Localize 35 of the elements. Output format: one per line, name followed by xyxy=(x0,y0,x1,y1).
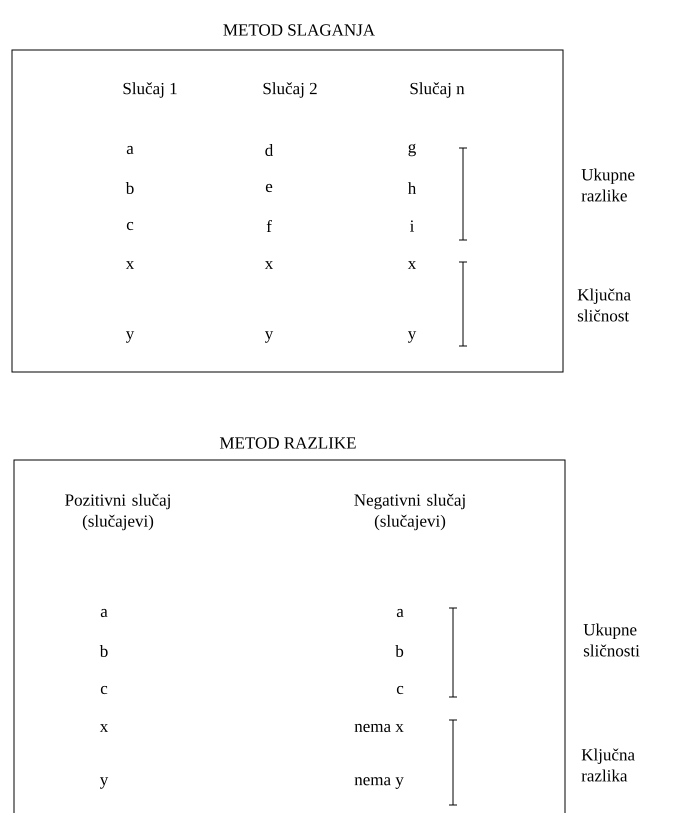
case-letter: a xyxy=(396,608,404,618)
side-note: Ukupne sličnosti xyxy=(584,624,640,656)
column-header: Pozitivni slučaj (slučajevi) xyxy=(65,494,170,530)
case-letter: x xyxy=(264,261,274,269)
case-letter: y xyxy=(126,331,134,343)
case-letter: x xyxy=(126,261,134,269)
side-note: Ključna razlika xyxy=(582,748,635,782)
case-letter: y xyxy=(264,331,274,343)
panel-title: METOD SLAGANJA xyxy=(223,24,375,36)
case-letter: g xyxy=(408,144,416,156)
panel-title: METOD RAZLIKE xyxy=(220,437,356,449)
case-letter: h xyxy=(408,182,416,194)
case-letter: nema y xyxy=(354,777,404,789)
column-header: Slučaj n xyxy=(410,82,464,98)
case-letter: f xyxy=(266,220,272,232)
case-letter: c xyxy=(126,222,134,230)
case-letter: y xyxy=(100,777,108,789)
column-header: Negativni slučaj (slučajevi) xyxy=(354,494,465,530)
case-letter: x xyxy=(408,261,416,269)
case-letter: nema x xyxy=(354,724,404,732)
case-letter: d xyxy=(265,144,274,156)
case-letter: b xyxy=(395,645,404,657)
case-letter: y xyxy=(408,331,416,343)
case-letter: b xyxy=(126,182,134,194)
case-letter: c xyxy=(396,686,404,694)
column-header: Slučaj 2 xyxy=(264,82,317,98)
case-letter: a xyxy=(100,608,108,618)
case-letter: i xyxy=(410,220,414,232)
case-letter: a xyxy=(126,146,134,154)
column-header: Slučaj 1 xyxy=(124,82,177,98)
case-letter: c xyxy=(100,686,108,694)
side-note: Ukupne razlike xyxy=(582,168,634,202)
case-letter: x xyxy=(100,724,108,732)
case-letter: e xyxy=(266,184,272,192)
case-letter: b xyxy=(100,645,108,657)
